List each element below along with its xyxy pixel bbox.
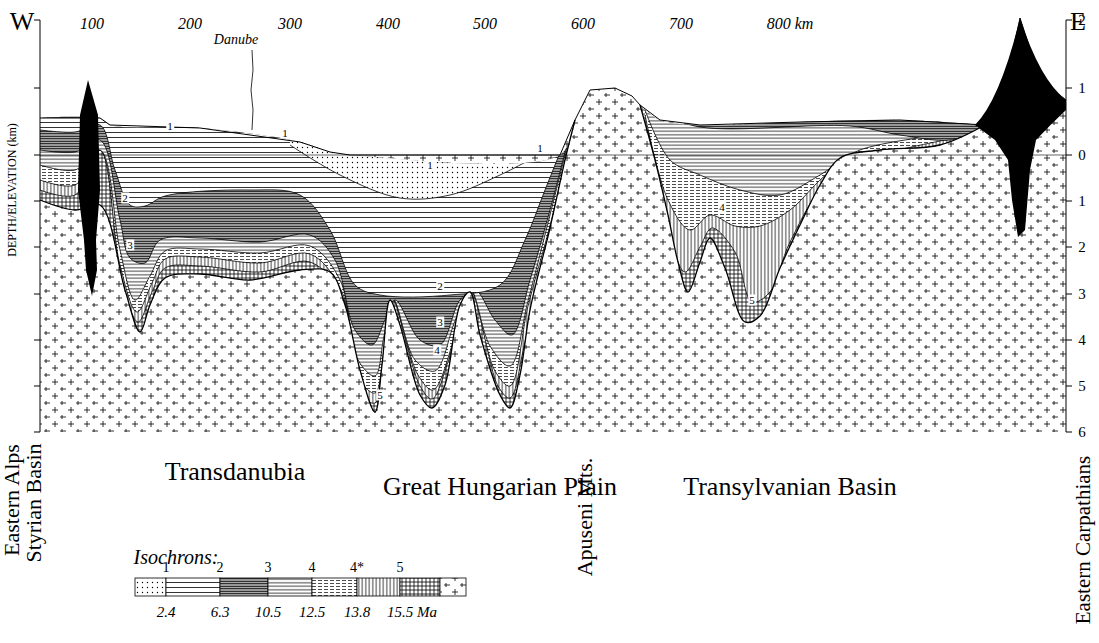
- axis-tick: [34, 201, 40, 202]
- sediment-layer: [40, 0, 568, 346]
- axis-tick: [34, 294, 40, 295]
- axis-number: 3: [1078, 287, 1086, 302]
- axis-number: 4: [1078, 333, 1086, 348]
- axis-tick: [1066, 432, 1072, 433]
- basement-top: [640, 105, 985, 323]
- axis-tick: [34, 88, 40, 89]
- region-name: Styrian Basin: [23, 443, 45, 562]
- axis-tick: [1066, 247, 1072, 248]
- age-label: 15.5 Ma: [387, 605, 437, 620]
- left-axis: [40, 20, 41, 432]
- axis-number: 1: [1078, 81, 1086, 96]
- axis-tick: [1066, 294, 1072, 295]
- age-label: 12.5: [299, 605, 325, 620]
- legend-number: 2: [217, 561, 224, 575]
- legend-number: 1: [163, 561, 170, 575]
- legend-swatch: [166, 578, 220, 596]
- axis-tick: [1066, 340, 1072, 341]
- region-name: Eastern Alps: [1, 444, 23, 556]
- axis-tick: [1066, 201, 1072, 202]
- distance-label: 800 km: [767, 16, 814, 32]
- sediment-layer: [650, 0, 985, 140]
- axis-tick: [34, 155, 40, 156]
- axis-tick: [34, 247, 40, 248]
- legend-swatch: [400, 578, 440, 596]
- isochron-number: 1: [166, 121, 174, 132]
- isochron-number: 2: [121, 193, 129, 204]
- legend-title: Isochrons:: [134, 547, 219, 567]
- axis-number: 6: [1078, 425, 1086, 440]
- sediment-layer: [645, 0, 985, 230]
- axis-tick: [34, 432, 40, 433]
- distance-label: 500: [473, 16, 497, 32]
- distance-label: 700: [669, 16, 693, 32]
- region-name: Transdanubia: [165, 459, 306, 485]
- topography: [40, 18, 1066, 155]
- direction-label: W: [10, 9, 35, 35]
- isochron-number: 1: [536, 143, 544, 154]
- sediment-layer: [40, 0, 573, 403]
- oldest-sediment: [40, 0, 1066, 440]
- legend-swatch: [220, 578, 268, 596]
- age-label: 2.4: [157, 605, 176, 620]
- sediment-layer: [40, 0, 572, 393]
- volcanic-body: [78, 80, 100, 296]
- region-name: Transylvanian Basin: [675, 471, 905, 502]
- legend-number: 4: [309, 561, 316, 575]
- region-name: Eastern Carpathians: [1073, 456, 1094, 625]
- age-label: 6.3: [211, 605, 230, 620]
- axis-number: 0: [1078, 148, 1086, 163]
- river-label: Danube: [214, 33, 258, 47]
- axis-tick: [34, 20, 40, 21]
- isochron-number: 4: [718, 202, 726, 213]
- isochron-number: 1: [426, 160, 434, 171]
- axis-tick: [1066, 155, 1072, 156]
- sediment-layer: [645, 0, 985, 196]
- region-name: Apuseni Mts.: [574, 458, 596, 577]
- river-leader: [251, 50, 253, 130]
- distance-label: 300: [278, 16, 302, 32]
- volcanic-body: [975, 18, 1066, 237]
- isochron-number: 1: [281, 128, 289, 139]
- axis-title: DEPTH/ELEVATION (km): [6, 123, 18, 256]
- axis-tick: [1066, 88, 1072, 89]
- isochron-number: 3: [126, 240, 134, 251]
- age-label: 10.5: [255, 605, 281, 620]
- legend-swatch: [357, 578, 400, 596]
- isochron-number: 5: [376, 390, 384, 401]
- distance-label: 400: [376, 16, 400, 32]
- axis-number: 2: [1078, 240, 1086, 255]
- sediment-layer: [40, 0, 565, 297]
- age-label: 13.8: [344, 605, 370, 620]
- isochron-number: 4: [433, 345, 441, 356]
- axis-tick: [34, 386, 40, 387]
- isochron-number: 2: [436, 281, 444, 292]
- legend-swatch: [440, 578, 466, 596]
- isochron-number: 3: [436, 317, 444, 328]
- legend-swatch: [135, 578, 166, 596]
- distance-label: 600: [571, 16, 595, 32]
- sediment-layer: [40, 0, 570, 376]
- axis-number: 1: [1078, 194, 1086, 209]
- legend-swatch: [268, 578, 312, 596]
- basement-top: [40, 120, 575, 412]
- distance-label: 100: [80, 16, 104, 32]
- axis-tick: [1066, 386, 1072, 387]
- legend-number: 4*: [350, 561, 364, 575]
- legend-swatch: [312, 578, 357, 596]
- legend-number: 5: [397, 561, 404, 575]
- sea-level: [40, 155, 1066, 156]
- isochron-number: 5: [748, 295, 756, 306]
- isochron-line: [290, 145, 548, 199]
- axis-number: 5: [1078, 379, 1086, 394]
- distance-label: 200: [178, 16, 202, 32]
- legend-number: 3: [265, 561, 272, 575]
- right-axis: [1066, 20, 1067, 432]
- sediment-layer: [290, 0, 548, 199]
- axis-tick: [34, 340, 40, 341]
- axis-number: 2: [1078, 13, 1086, 28]
